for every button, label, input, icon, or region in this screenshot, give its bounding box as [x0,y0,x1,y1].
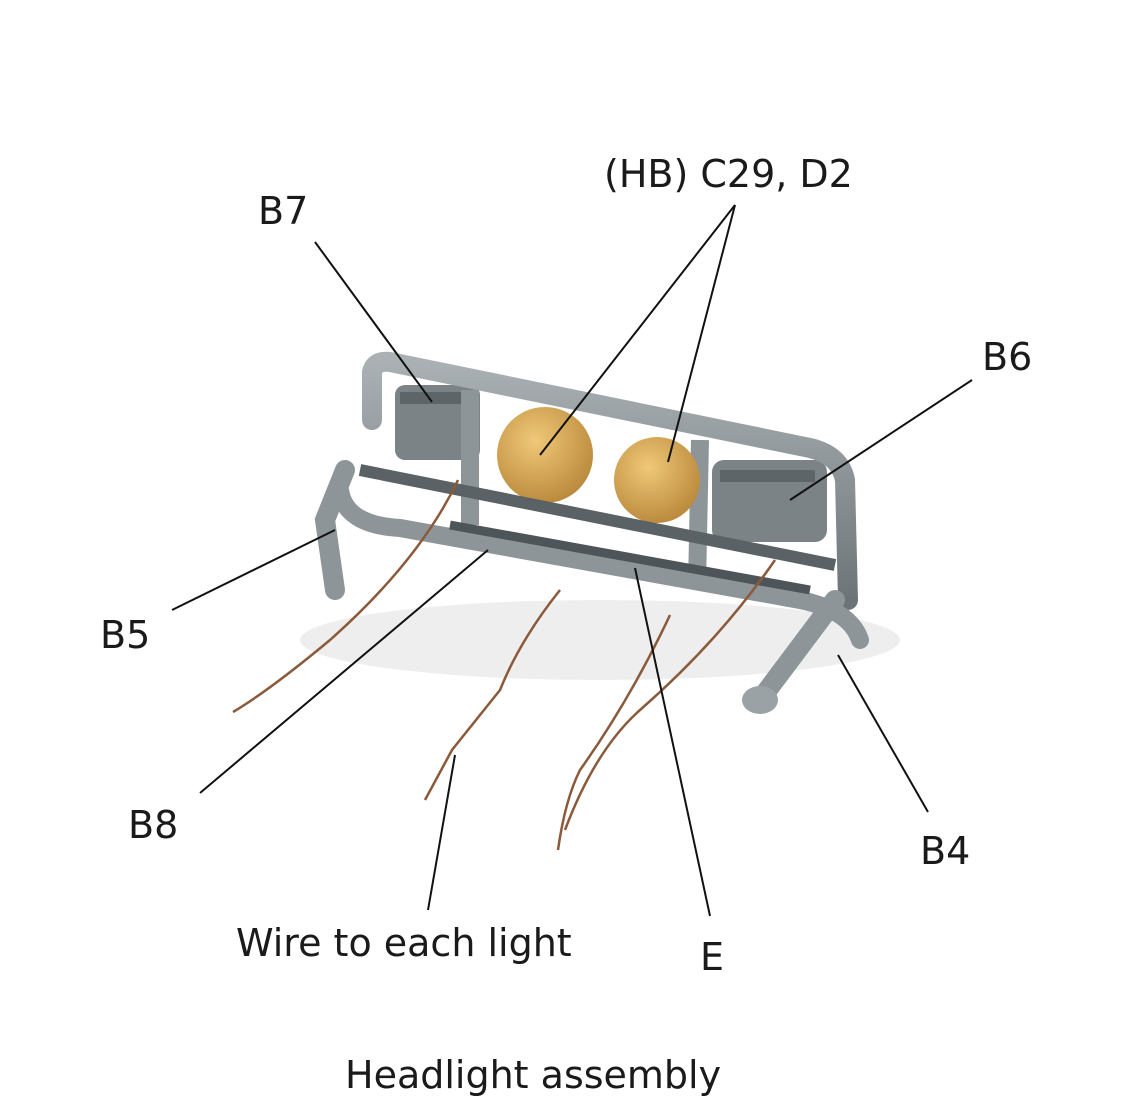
leader-e [634,567,711,917]
spotlight-b7 [395,385,480,460]
label-b4: B4 [920,829,971,873]
wire-2 [423,589,561,801]
wire-3 [556,614,672,851]
leader-hb-1 [539,204,736,456]
label-b5: B5 [100,613,151,657]
label-e: E [700,935,725,979]
label-hb-c29-d2: (HB) C29, D2 [604,152,853,196]
label-b7: B7 [258,189,309,233]
label-b6: B6 [982,335,1033,379]
frame-top-bar [362,351,858,610]
leader-hb-2 [667,204,736,463]
leader-b5 [171,529,336,611]
lamp-left [497,407,593,503]
frame-lower-bar-b8 [331,481,869,649]
lamp-right [614,437,700,523]
bar-e [449,520,811,595]
frame-bottom-bar [358,464,837,571]
leader-b4 [837,654,929,813]
figure-caption: Headlight assembly [345,1053,722,1097]
shadow [300,600,900,680]
leg-b4-end [742,686,778,714]
wire-1 [232,479,460,714]
leader-b7 [314,241,433,403]
leader-wire [427,754,456,911]
leg-b5 [314,460,355,600]
leader-b8 [199,549,489,794]
wire-4 [563,559,777,831]
label-wire-to-each-light: Wire to each light [236,921,572,965]
leader-b6 [789,379,973,501]
frame-post-right [688,439,709,586]
label-b8: B8 [128,803,179,847]
leg-b4 [750,590,845,710]
spotlight-b6 [712,460,827,542]
